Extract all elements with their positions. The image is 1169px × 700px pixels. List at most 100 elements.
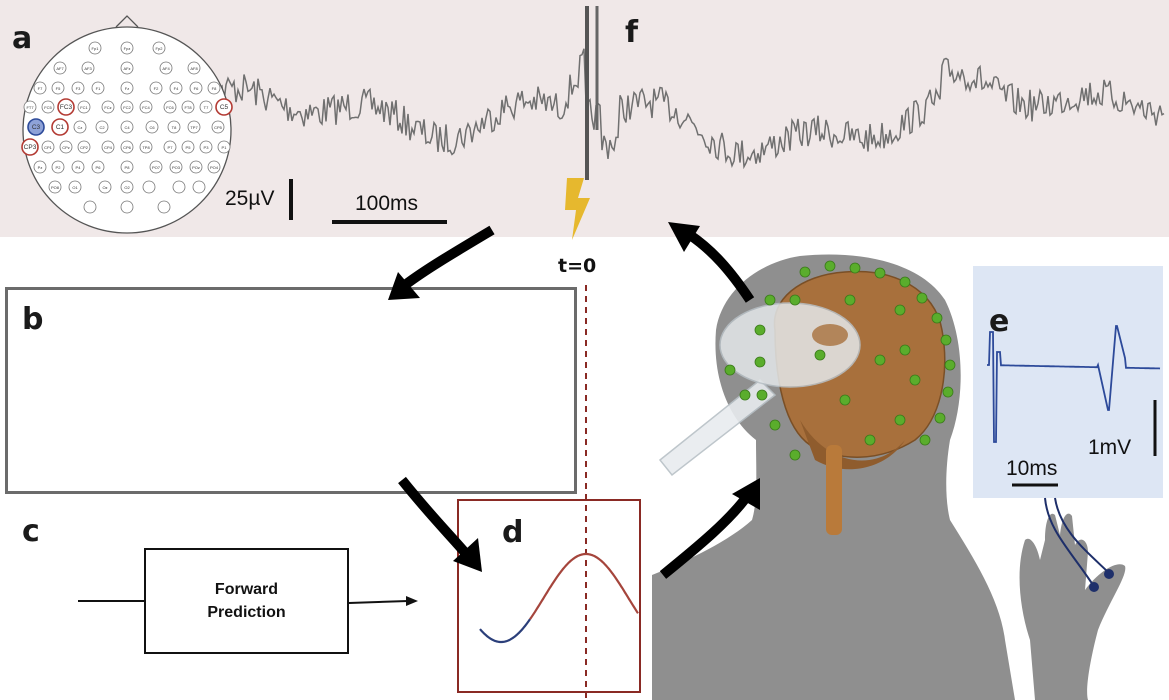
emg-lead bbox=[1054, 497, 1109, 573]
electrode-label: TP8 bbox=[142, 145, 150, 150]
electrode-po7 bbox=[149, 160, 163, 174]
electrode-af3 bbox=[81, 61, 95, 75]
electrode-label: FC6 bbox=[166, 105, 174, 110]
electrode-po8 bbox=[48, 180, 62, 194]
scalp-electrode-dot bbox=[899, 276, 911, 288]
electrode-label: Cz bbox=[78, 125, 83, 130]
panel-letter-a: a bbox=[12, 21, 33, 56]
panel-letter-e: e bbox=[989, 304, 1010, 339]
electrode-fcz bbox=[101, 100, 115, 114]
electrode-label: FC4 bbox=[142, 105, 150, 110]
electrode-label: FT8 bbox=[184, 105, 192, 110]
scalp-electrode-dot bbox=[894, 304, 906, 316]
electrode-label: F3 bbox=[76, 86, 81, 91]
arrow-b-to-d-head bbox=[453, 538, 482, 572]
scalp-electrode-dot bbox=[931, 312, 943, 324]
electrode-cpz bbox=[59, 140, 73, 154]
nose-marker bbox=[115, 15, 139, 28]
electrode-label: AF8 bbox=[190, 66, 198, 71]
scalp-electrode-dot bbox=[874, 354, 886, 366]
electrode-cp1 bbox=[41, 140, 55, 154]
electrode-cz bbox=[73, 120, 87, 134]
electrode-t7 bbox=[199, 100, 213, 114]
electrode- bbox=[142, 180, 156, 194]
electrode-p5 bbox=[181, 140, 195, 154]
electrode-p7 bbox=[163, 140, 177, 154]
electrode-label: TP7 bbox=[190, 125, 198, 130]
forward-prediction-label: Forward Prediction bbox=[207, 580, 286, 621]
electrode-fc6 bbox=[163, 100, 177, 114]
emg-time-scale-label: 10ms bbox=[1006, 457, 1058, 480]
coil-center bbox=[812, 324, 848, 346]
electrode-c4 bbox=[120, 120, 134, 134]
electrode- bbox=[120, 200, 134, 214]
electrode-label: P2 bbox=[56, 165, 62, 170]
scalp-electrode-dot bbox=[844, 294, 856, 306]
electrode-fc3 bbox=[57, 98, 75, 116]
output-arrow-line bbox=[348, 600, 409, 604]
tms-coil bbox=[719, 302, 861, 388]
electrode-label: FCz bbox=[104, 105, 111, 110]
electrode-label: F8 bbox=[212, 86, 217, 91]
emg-amplitude-scale-label: 1mV bbox=[1088, 436, 1132, 459]
scalp-electrode-dot bbox=[769, 419, 781, 431]
emg-trace-group bbox=[987, 325, 1161, 592]
electrode-label: O2 bbox=[124, 185, 130, 190]
electrode-cp3 bbox=[21, 138, 39, 156]
electrode-label: AF3 bbox=[84, 66, 92, 71]
panel-letter-f: f bbox=[625, 15, 639, 50]
electrode-label: FT7 bbox=[26, 105, 34, 110]
electrode-label: FC5 bbox=[44, 105, 52, 110]
electrode-cp6 bbox=[120, 140, 134, 154]
electrode-fc1 bbox=[77, 100, 91, 114]
electrode-ft8 bbox=[181, 100, 195, 114]
electrode-f8 bbox=[207, 81, 221, 95]
electrode-p3 bbox=[199, 140, 213, 154]
scalp-electrode-dot bbox=[754, 356, 766, 368]
electrode-label: Fp1 bbox=[92, 46, 100, 51]
electrode-label: C4 bbox=[124, 125, 130, 130]
scalp-electrode-dot bbox=[839, 394, 851, 406]
prediction-panel bbox=[457, 499, 641, 693]
electrode- bbox=[83, 200, 97, 214]
electrode-label: FC2 bbox=[123, 105, 131, 110]
electrode-pz bbox=[33, 160, 47, 174]
filtered-signal-panel bbox=[5, 287, 577, 494]
arrow-a-to-b bbox=[402, 225, 495, 290]
arrow-a-to-b-head bbox=[388, 272, 420, 300]
electrode-o2 bbox=[120, 180, 134, 194]
scalp-electrode-dot bbox=[940, 334, 952, 346]
electrode-label: F4 bbox=[174, 86, 179, 91]
electrode-label: AF7 bbox=[56, 66, 64, 71]
electrode- bbox=[192, 180, 206, 194]
scalp-electrode-dot bbox=[789, 294, 801, 306]
electrode-tp8 bbox=[139, 140, 153, 154]
electrode-label: C5 bbox=[220, 104, 229, 111]
scalp-electrode-dot bbox=[916, 292, 928, 304]
panel-letter-b: b bbox=[22, 302, 44, 337]
scalp-electrode-dot bbox=[894, 414, 906, 426]
emg-trace bbox=[987, 325, 1161, 443]
electrode-label: C2 bbox=[99, 125, 105, 130]
electrode-c3 bbox=[27, 118, 45, 136]
electrode-label: CP4 bbox=[104, 145, 113, 150]
electrode-label: C3 bbox=[32, 124, 41, 131]
electrode-label: P1 bbox=[222, 145, 228, 150]
electrode-label: Fpz bbox=[124, 46, 131, 51]
emg-electrode bbox=[1089, 582, 1099, 592]
electrode-o1 bbox=[68, 180, 82, 194]
electrode-label: C1 bbox=[56, 124, 65, 131]
electrode-oz bbox=[98, 180, 112, 194]
electrode- bbox=[157, 200, 171, 214]
electrode-p1 bbox=[217, 140, 231, 154]
scalp-electrode-dot bbox=[919, 434, 931, 446]
arrow-d-to-brain bbox=[659, 492, 753, 579]
electrode-cp4 bbox=[101, 140, 115, 154]
electrode-p6 bbox=[91, 160, 105, 174]
electrode-fc5 bbox=[41, 100, 55, 114]
electrode-label: P7 bbox=[168, 145, 174, 150]
electrode-fz bbox=[120, 81, 134, 95]
electrode-f3 bbox=[71, 81, 85, 95]
electrode-label: Fp2 bbox=[156, 46, 164, 51]
